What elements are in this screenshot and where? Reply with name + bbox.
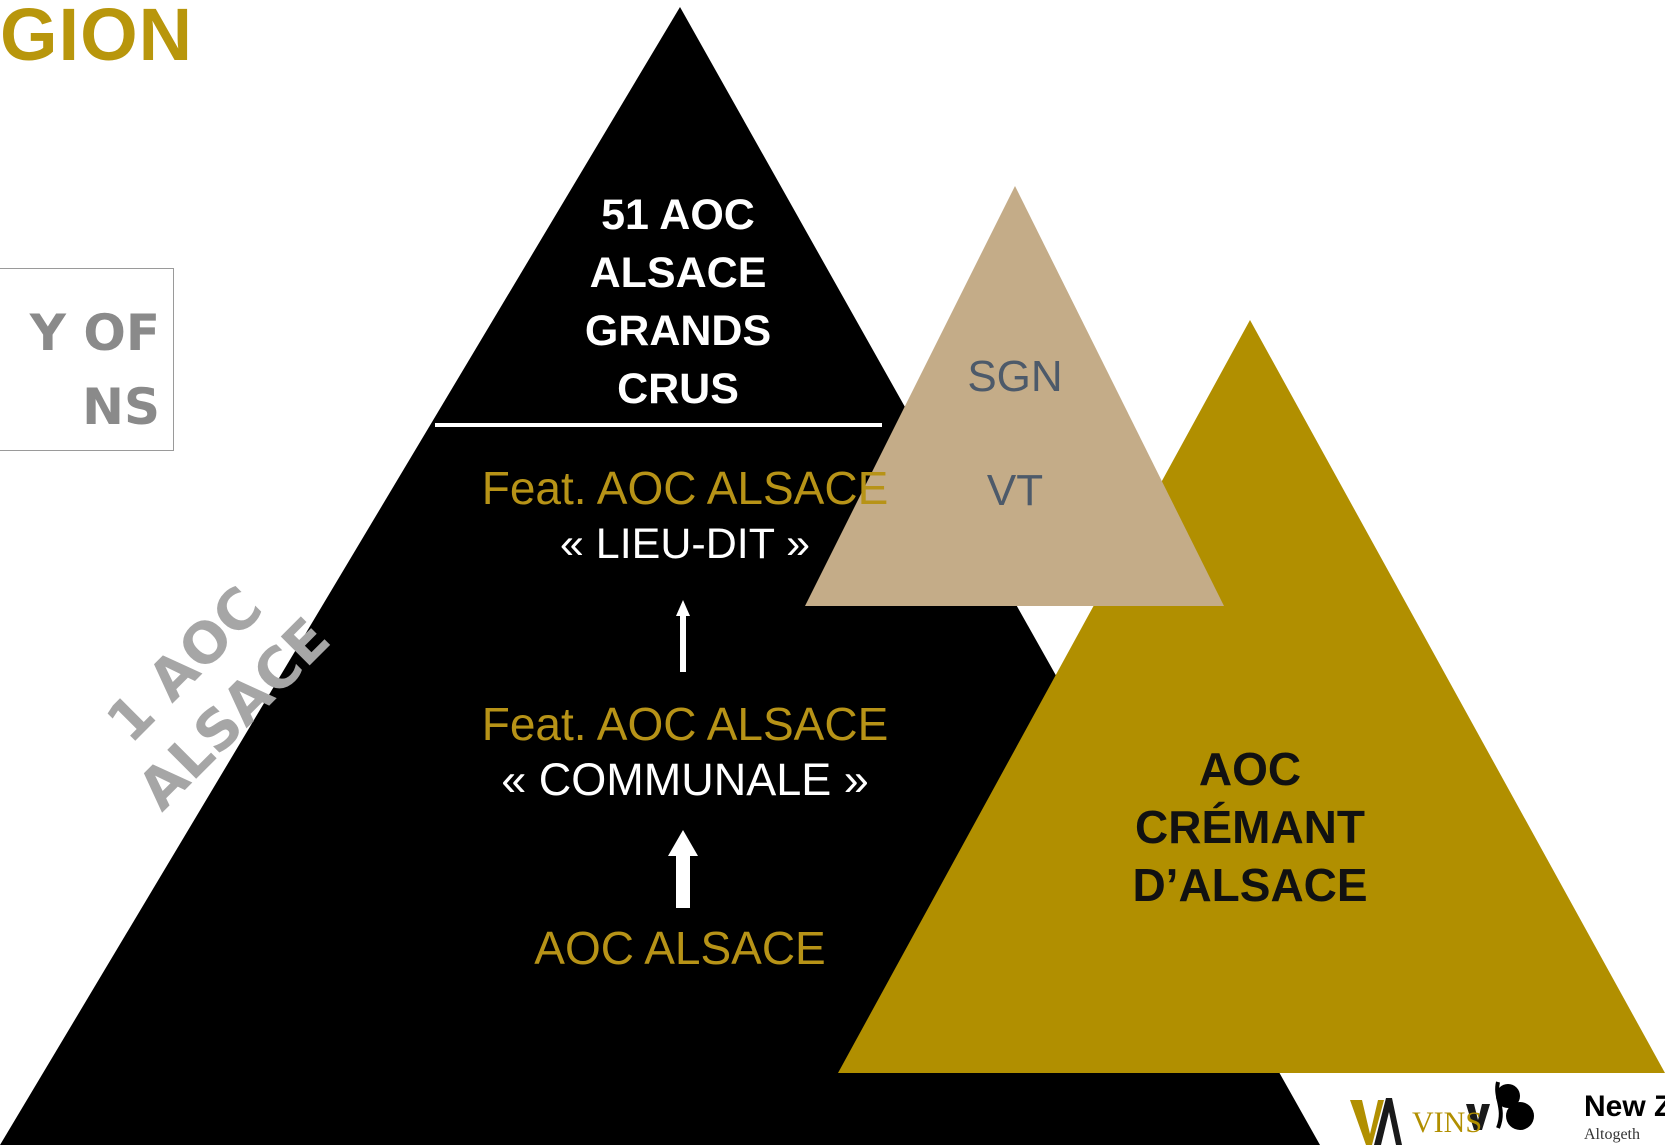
cremant-line-1: AOC <box>1198 743 1302 795</box>
communale-name: « COMMUNALE » <box>501 754 869 805</box>
lieu-dit-feat: Feat. AOC ALSACE <box>481 462 889 514</box>
aoc-alsace-base-label: AOC ALSACE <box>534 922 826 974</box>
grand-cru-line-4: CRUS <box>617 365 739 413</box>
up-arrow-large <box>668 830 698 908</box>
subtitle-box <box>0 268 174 451</box>
vins-alsace-logo <box>1350 1081 1534 1145</box>
grand-cru-label: 51 AOC ALSACE GRANDS CRUS <box>528 186 828 418</box>
lieu-dit-name: « LIEU-DIT » <box>559 520 811 568</box>
grand-cru-line-2: ALSACE <box>589 249 767 297</box>
cremant-triangle <box>838 320 1665 1073</box>
page-title-text: GION <box>0 0 194 76</box>
new-zealand-logo-text: New Z <box>1584 1090 1665 1123</box>
sgn-vt-triangle <box>805 186 1224 606</box>
new-zealand-tagline: Altogeth <box>1584 1126 1640 1143</box>
sgn-label: SGN <box>967 352 1063 401</box>
subtitle-line-1: Y OF <box>29 304 160 362</box>
cremant-line-2: CRÉMANT <box>1135 801 1365 853</box>
grand-cru-line-1: 51 AOC <box>601 191 755 239</box>
subtitle-text: Y OF NS <box>0 296 160 444</box>
cremant-line-3: D’ALSACE <box>1132 859 1368 911</box>
vt-label: VT <box>986 466 1044 515</box>
vins-alsace-logo-text: VINS <box>1412 1106 1483 1139</box>
cremant-label: AOC CRÉMANT D’ALSACE <box>1070 740 1430 914</box>
grand-cru-line-3: GRANDS <box>584 307 772 355</box>
lieu-dit-label: Feat. AOC ALSACE « LIEU-DIT » <box>440 460 930 572</box>
up-arrow-small <box>676 600 690 672</box>
page-title: GION <box>0 0 193 77</box>
communale-feat: Feat. AOC ALSACE <box>481 698 889 750</box>
communale-label: Feat. AOC ALSACE « COMMUNALE » <box>440 696 930 808</box>
subtitle-line-2: NS <box>82 378 160 436</box>
